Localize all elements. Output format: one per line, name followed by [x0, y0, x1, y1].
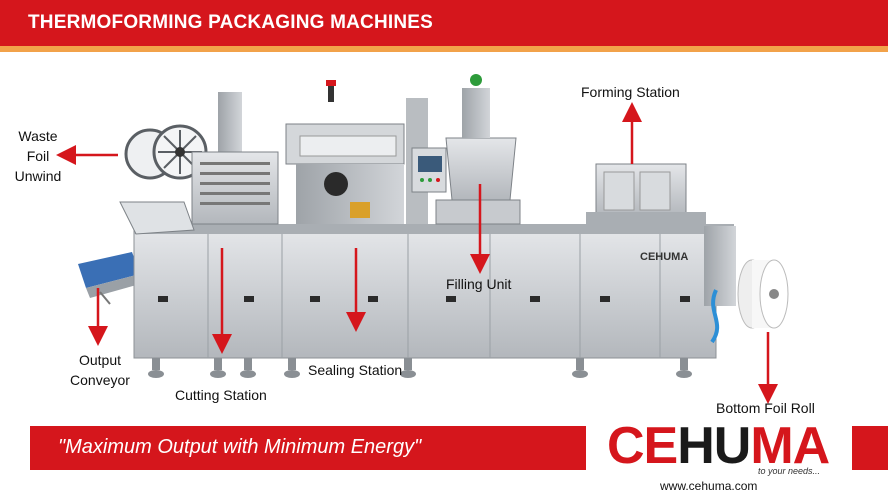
logo-part-hu: HU: [677, 417, 751, 475]
slogan-banner: [30, 426, 586, 470]
logo-tagline: to your needs...: [758, 466, 821, 476]
slogan-banner-tail: [852, 426, 888, 470]
logo-part-ma: MA: [750, 417, 830, 475]
label-conveyor-line: Conveyor: [70, 372, 130, 388]
machine-brand-plate: CEHUMA: [640, 251, 688, 263]
website-link[interactable]: www.cehuma.com: [660, 479, 758, 493]
slogan-text: "Maximum Output with Minimum Energy": [58, 436, 422, 458]
label-waste-foil-unwind: Waste Foil Unwind: [14, 126, 62, 186]
label-filling-unit: Filling Unit: [446, 276, 512, 292]
thermoforming-machine-illustration: CEHUMA: [56, 74, 789, 404]
header-bar: [0, 0, 888, 46]
label-waste-line: Waste: [18, 128, 58, 144]
machine-top-rail: [134, 224, 734, 234]
label-bottom-foil-roll: Bottom Foil Roll: [716, 400, 815, 416]
label-forming-station: Forming Station: [581, 84, 680, 100]
label-unwind-line: Unwind: [14, 168, 62, 184]
header-accent-stripe: [0, 46, 888, 52]
label-sealing-station: Sealing Station: [308, 362, 403, 378]
output-conveyor: [78, 252, 140, 305]
page-title: THERMOFORMING PACKAGING MACHINES: [28, 12, 434, 33]
filling-unit-assembly: [406, 74, 521, 225]
cutting-station-unit: [119, 92, 279, 235]
cehuma-logo: CEHUMA: [607, 418, 847, 474]
forming-station-unit: [586, 163, 706, 224]
logo-part-ce: CE: [607, 417, 678, 475]
label-output-conveyor: Output Conveyor: [64, 350, 136, 390]
bottom-foil-roll: [704, 226, 789, 344]
label-output-line: Output: [78, 352, 122, 368]
label-foil-line: Foil: [26, 148, 50, 164]
sealing-station-unit: [285, 80, 405, 224]
label-cutting-station: Cutting Station: [175, 387, 267, 403]
